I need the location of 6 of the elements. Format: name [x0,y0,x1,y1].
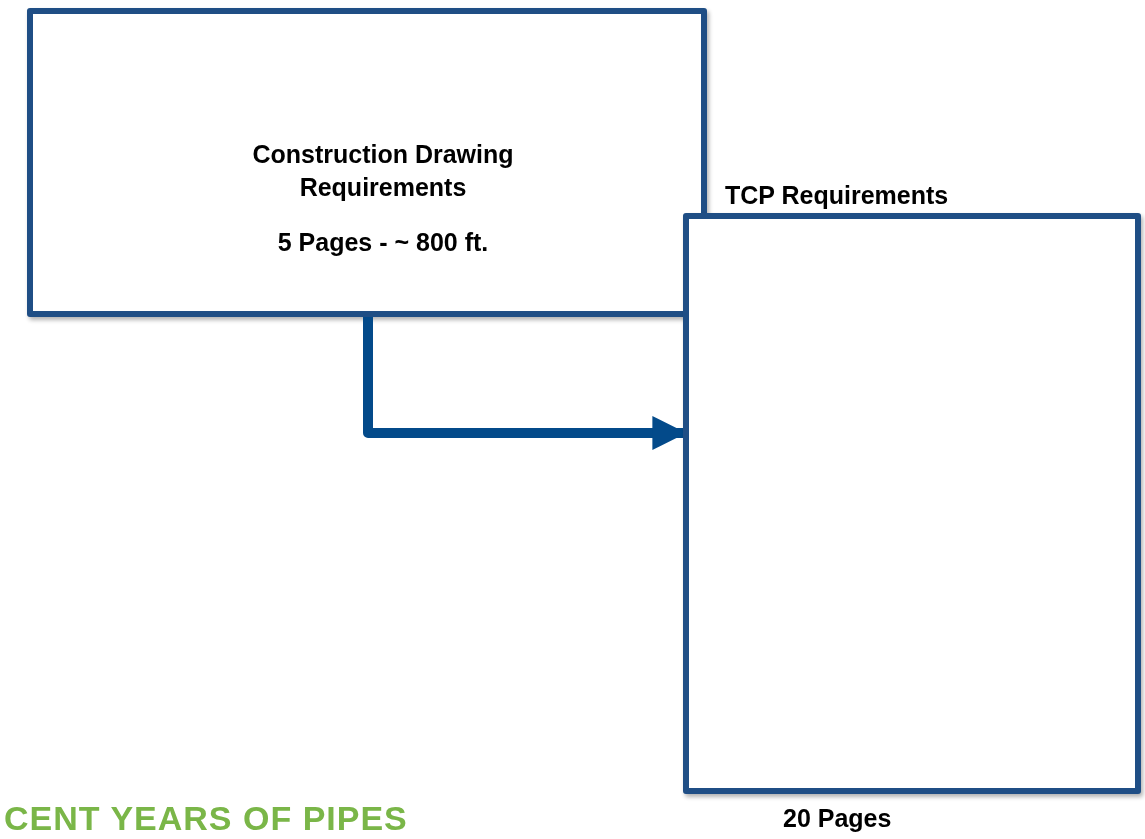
banner-text: CENT YEARS OF PIPES [4,800,408,838]
box-subtitle: 5 Pages - ~ 800 ft. [276,227,490,258]
box-heading: TCP Requirements [725,180,949,211]
box-title: Construction Drawing Requirements [251,139,515,203]
process-box [27,8,707,317]
box-caption: 20 Pages [783,803,892,834]
